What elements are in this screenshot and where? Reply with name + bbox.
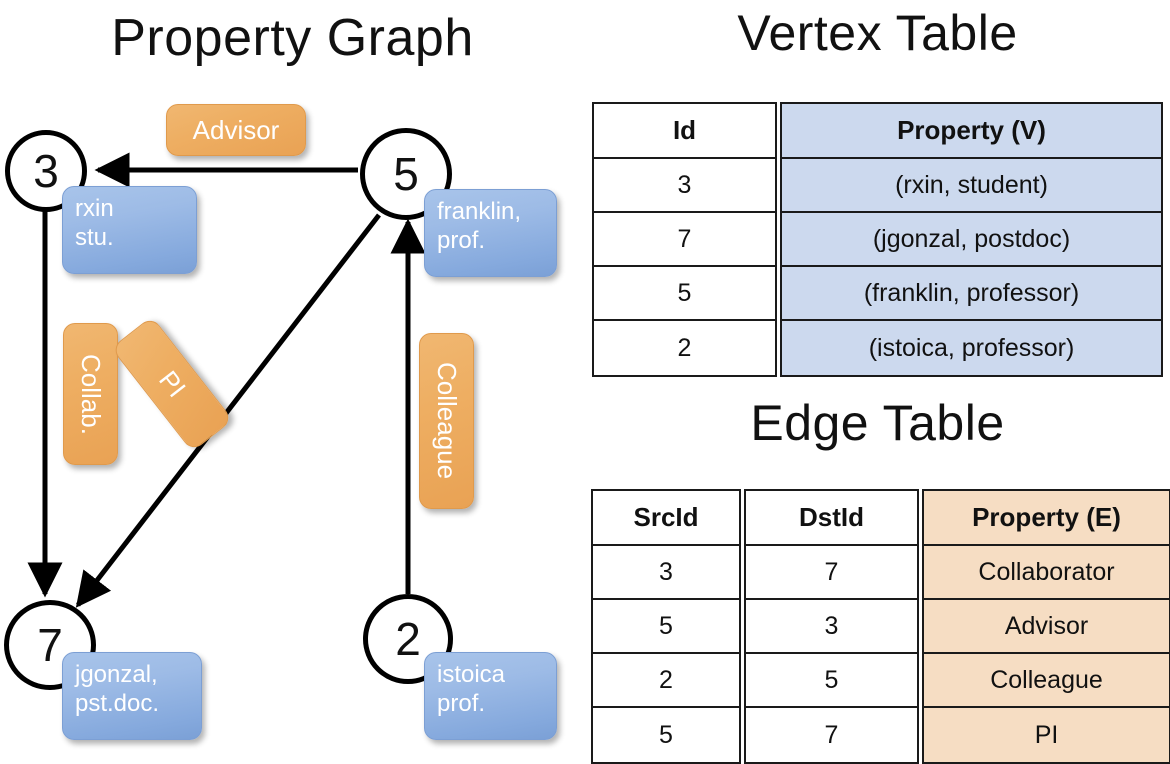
vertex-property-box-rxin: rxin stu.: [62, 186, 197, 274]
property-graph-title: Property Graph: [111, 9, 474, 67]
vertex-table-cell-id: 5: [594, 267, 775, 321]
edge-table-cell-dstid: 3: [746, 600, 917, 654]
edge-label-advisor-text: Advisor: [192, 114, 280, 145]
edge-table-header-property: Property (E): [924, 491, 1169, 546]
edge-label-colleague-text: Colleague: [432, 362, 462, 480]
edge-table-cell-property: Colleague: [924, 654, 1169, 708]
edge-table-cell-dstid: 5: [746, 654, 917, 708]
vertex-table-cell-property: (rxin, student): [782, 159, 1161, 213]
vertex-property-jgonzal-line1: jgonzal,: [75, 661, 158, 688]
edge-table-cell-srcid: 5: [593, 708, 739, 762]
graph-edges-svg: [27, 152, 426, 608]
vertex-property-box-jgonzal: jgonzal, pst.doc.: [62, 652, 202, 740]
vertex-table-property-column: Property (V) (rxin, student) (jgonzal, p…: [780, 102, 1163, 377]
edge-table-cell-srcid: 5: [593, 600, 739, 654]
vertex-property-rxin-line2: stu.: [75, 224, 114, 252]
edge-table-cell-srcid: 2: [593, 654, 739, 708]
edge-table-dstid-column: DstId 7 3 5 7: [744, 489, 919, 764]
vertex-property-jgonzal-line2: pst.doc.: [75, 690, 160, 718]
vertex-property-rxin-line1: rxin: [75, 195, 114, 222]
vertex-table-cell-property: (jgonzal, postdoc): [782, 213, 1161, 267]
edge-table-cell-srcid: 3: [593, 546, 739, 600]
edge-table-srcid-column: SrcId 3 5 2 5: [591, 489, 741, 764]
edge-label-colleague: Colleague: [419, 333, 474, 509]
edge-label-collab: Collab.: [63, 323, 118, 465]
edge-table: SrcId 3 5 2 5 DstId 7 3 5 7 Property (E)…: [591, 489, 1170, 764]
edge-table-cell-dstid: 7: [746, 546, 917, 600]
vertex-table-title: Vertex Table: [737, 5, 1018, 61]
edge-5-to-7: [75, 213, 381, 608]
vertex-table-cell-id: 3: [594, 159, 775, 213]
graph-node-3[interactable]: 3: [5, 130, 87, 212]
vertex-property-franklin-line2: prof.: [437, 227, 486, 255]
edge-label-collab-text: Collab.: [76, 353, 106, 435]
graph-node-2-label: 2: [395, 613, 421, 665]
graph-node-5[interactable]: 5: [360, 128, 452, 220]
edge-table-cell-property: PI: [924, 708, 1169, 762]
vertex-property-istoica-line1: istoica: [437, 661, 506, 688]
vertex-table-header-property: Property (V): [782, 104, 1161, 159]
vertex-table-cell-id: 2: [594, 321, 775, 375]
edge-label-advisor: Advisor: [166, 104, 306, 156]
edge-table-title: Edge Table: [750, 395, 1005, 451]
vertex-property-box-istoica: istoica prof.: [424, 652, 557, 740]
graph-node-7-label: 7: [37, 619, 63, 671]
edge-table-property-column: Property (E) Collaborator Advisor Collea…: [922, 489, 1170, 764]
edge-table-header-dstid: DstId: [746, 491, 917, 546]
vertex-table-id-column: Id 3 7 5 2: [592, 102, 777, 377]
vertex-property-franklin-line1: franklin,: [437, 198, 522, 225]
edge-table-header-srcid: SrcId: [593, 491, 739, 546]
edge-table-cell-property: Collaborator: [924, 546, 1169, 600]
vertex-property-istoica-line2: prof.: [437, 690, 486, 718]
vertex-table-cell-id: 7: [594, 213, 775, 267]
vertex-table-header-id: Id: [594, 104, 775, 159]
edge-table-cell-property: Advisor: [924, 600, 1169, 654]
edge-table-cell-dstid: 7: [746, 708, 917, 762]
property-graph-diagram: Advisor Collab. PI Colleague 3 5 7 2 rxi…: [0, 86, 585, 760]
vertex-table-cell-property: (istoica, professor): [782, 321, 1161, 375]
vertex-table: Id 3 7 5 2 Property (V) (rxin, student) …: [592, 102, 1163, 377]
graph-node-5-label: 5: [393, 148, 419, 200]
graph-node-3-label: 3: [33, 145, 59, 197]
vertex-table-cell-property: (franklin, professor): [782, 267, 1161, 321]
vertex-property-box-franklin: franklin, prof.: [424, 189, 557, 277]
edge-label-pi-text: PI: [153, 364, 192, 403]
